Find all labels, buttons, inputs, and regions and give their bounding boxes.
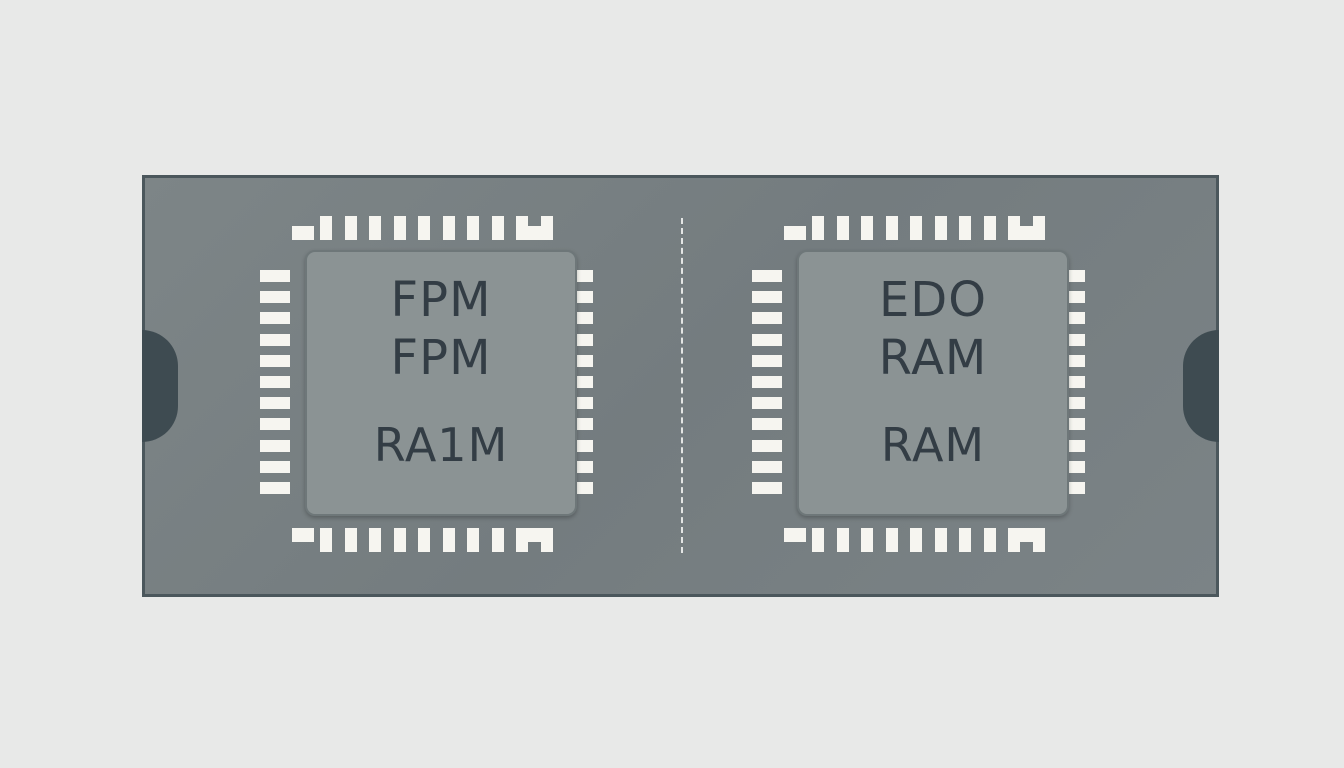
chip-pin (812, 216, 824, 240)
chip-pin (752, 312, 782, 325)
chip-pin (885, 216, 898, 240)
center-divider (681, 218, 683, 553)
chip-pin (934, 528, 947, 552)
chip-pin (418, 216, 430, 240)
chip-pin (752, 439, 782, 452)
chip-pin (836, 216, 849, 240)
chip-pin (959, 216, 971, 240)
chip-pin (836, 528, 849, 552)
chip-pin (260, 333, 290, 346)
chip-pin (752, 418, 782, 431)
chip-pin (260, 397, 290, 410)
chip-label-line-2: RAM (878, 330, 988, 386)
chip-pin (260, 376, 290, 388)
chip-pin (752, 460, 782, 473)
chip-pin (934, 216, 947, 240)
chip-label-line-1: FPM (390, 272, 492, 328)
chip-pin (344, 528, 357, 552)
chip-pin (260, 460, 290, 473)
chip-pin (1032, 216, 1045, 240)
chip-pin (1012, 226, 1034, 240)
chip-pin (910, 528, 922, 552)
chip-pin (369, 528, 381, 552)
chip-pin (260, 291, 290, 304)
chip-fpm: FPM FPM RA1M (258, 216, 598, 556)
memory-module: FPM FPM RA1M EDO RAM RAM (142, 175, 1219, 597)
chip-pin (260, 312, 290, 325)
chip-pin (540, 216, 553, 240)
chip-pin (260, 439, 290, 452)
chip-pin (752, 270, 782, 282)
chip-pin (1032, 528, 1045, 552)
chip-pin (752, 482, 782, 494)
chip-pin (752, 354, 782, 367)
chip-pin (540, 528, 553, 552)
chip-pin (861, 216, 873, 240)
chip-pin (959, 528, 971, 552)
chip-pin (861, 528, 873, 552)
chip-pin (983, 216, 996, 240)
chip-pin (467, 216, 479, 240)
chip-pin (752, 333, 782, 346)
chip-label-line-1: EDO (878, 272, 988, 328)
chip-pin (292, 226, 314, 240)
chip-pin (910, 216, 922, 240)
chip-pin (983, 528, 996, 552)
chip-pin (491, 216, 504, 240)
chip-pin (292, 528, 314, 542)
chip-pin (320, 528, 332, 552)
chip-pin (393, 528, 406, 552)
chip-pin (344, 216, 357, 240)
chip-pin (812, 528, 824, 552)
chip-pin (752, 291, 782, 304)
chip-pin (442, 216, 455, 240)
chip-label-line-3: RA1M (373, 418, 509, 472)
chip-pin (467, 528, 479, 552)
chip-pin (1012, 528, 1034, 542)
chip-pin (442, 528, 455, 552)
chip-pin (260, 354, 290, 367)
chip-pin (520, 226, 542, 240)
chip-die: EDO RAM RAM (797, 250, 1069, 516)
chip-die: FPM FPM RA1M (305, 250, 577, 516)
chip-pin (752, 376, 782, 388)
chip-edo: EDO RAM RAM (750, 216, 1090, 556)
chip-pin (320, 216, 332, 240)
chip-pin (885, 528, 898, 552)
chip-pin (260, 418, 290, 431)
chip-pin (418, 528, 430, 552)
chip-pin (784, 528, 806, 542)
chip-pin (784, 226, 806, 240)
left-notch (142, 330, 178, 442)
chip-pin (520, 528, 542, 542)
chip-pin (369, 216, 381, 240)
chip-pin (260, 270, 290, 282)
chip-label-line-3: RAM (880, 418, 986, 472)
right-notch (1183, 330, 1219, 442)
chip-pin (752, 397, 782, 410)
chip-pin (260, 482, 290, 494)
chip-pin (491, 528, 504, 552)
chip-pin (393, 216, 406, 240)
chip-label-line-2: FPM (390, 330, 492, 386)
